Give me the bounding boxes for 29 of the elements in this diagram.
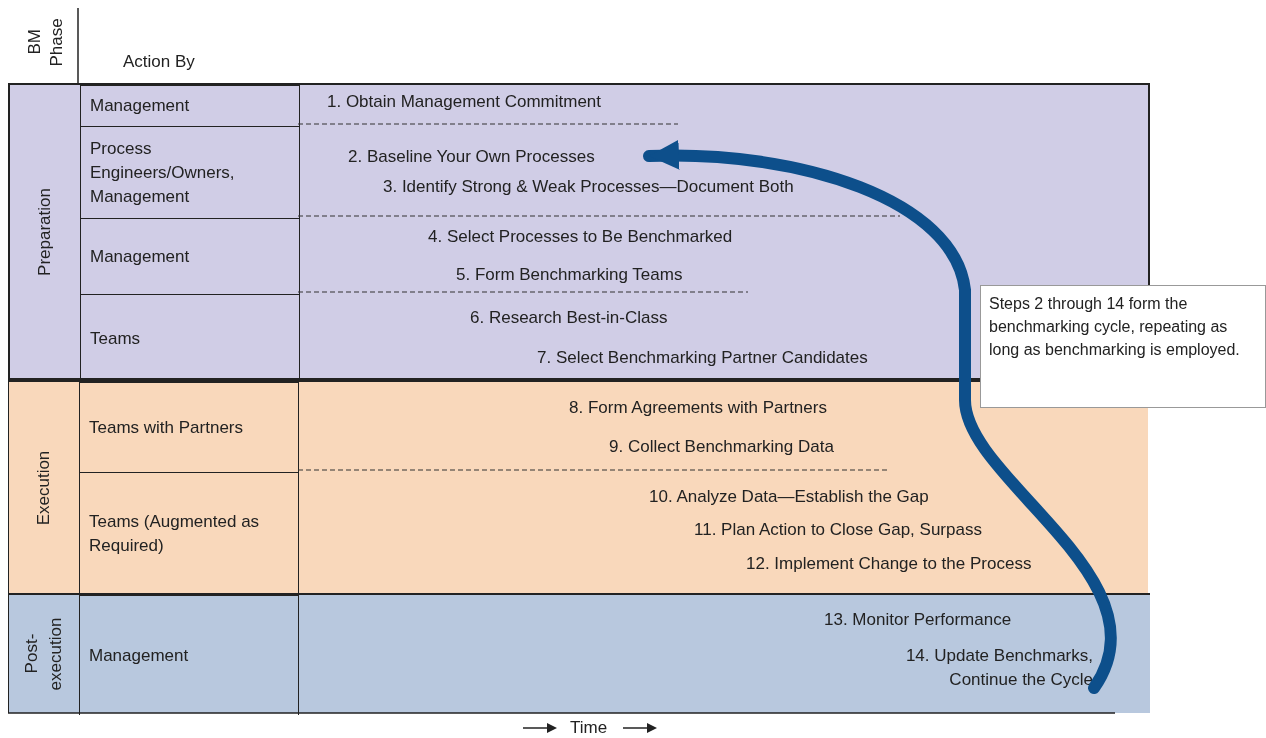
cycle-arrow <box>643 140 1117 694</box>
axis-label: Time <box>570 717 608 738</box>
column-heading: Action By <box>123 51 195 73</box>
step-text: 5. Form Benchmarking Teams <box>456 264 683 286</box>
phase-band <box>8 593 1150 713</box>
step-text: 13. Monitor Performance <box>824 609 1012 631</box>
action-by-cell: Management <box>80 218 300 294</box>
step-text: 10. Analyze Data—Establish the Gap <box>649 486 929 508</box>
action-by-cell: Teams with Partners <box>79 382 299 472</box>
step-text: 7. Select Benchmarking Partner Candidates <box>537 347 868 369</box>
step-text: 3. Identify Strong & Weak Processes—Document Both <box>383 176 794 198</box>
step-text: 6. Research Best-in-Class <box>470 307 668 329</box>
phase-band <box>8 380 1148 593</box>
step-text: 8. Form Agreements with Partners <box>569 397 827 419</box>
phase-label: Execution <box>33 450 54 525</box>
phase-label: Post- execution <box>21 617 66 691</box>
step-text: 9. Collect Benchmarking Data <box>609 436 834 458</box>
step-text: 2. Baseline Your Own Processes <box>348 145 648 171</box>
step-text: 1. Obtain Management Commitment <box>327 91 601 113</box>
step-text: 14. Update Benchmarks, Continue the Cycle <box>861 644 1093 698</box>
step-text: 11. Plan Action to Close Gap, Surpass <box>694 519 982 541</box>
phase-label: Preparation <box>34 187 55 276</box>
callout-box: Steps 2 through 14 form the benchmarking cycle, repeating as long as benchmarking is employed. <box>980 285 1266 408</box>
action-by-cell: Management <box>79 595 299 715</box>
action-by-cell: Management <box>80 85 300 126</box>
phase-column-heading: BM Phase <box>24 16 67 69</box>
action-by-cell: Process Engineers/Owners, Management <box>80 126 300 218</box>
step-text: 12. Implement Change to the Process <box>746 553 1032 575</box>
step-text: 4. Select Processes to Be Benchmarked <box>428 226 733 248</box>
